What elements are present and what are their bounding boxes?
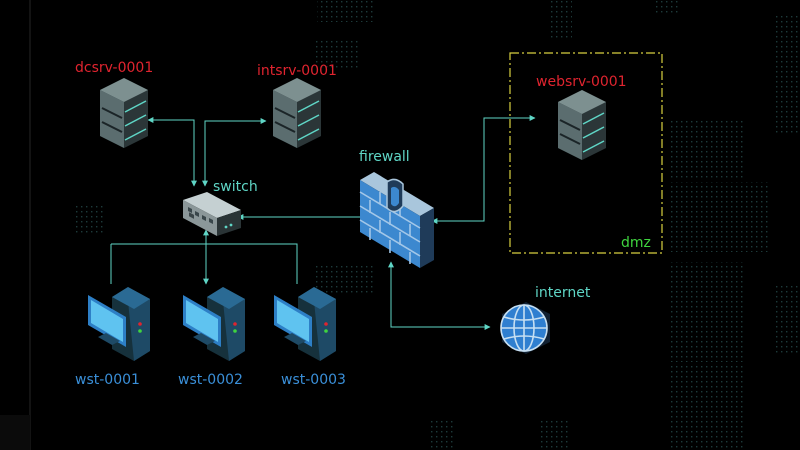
server-icon[interactable] <box>558 90 606 160</box>
globe-icon[interactable] <box>500 302 550 354</box>
workstation-icon[interactable] <box>274 287 336 361</box>
link-switch-workstations <box>110 230 298 284</box>
node-label-wst3: wst-0003 <box>281 372 346 388</box>
node-label-firewall: firewall <box>359 149 410 165</box>
server-icon[interactable] <box>273 78 321 148</box>
switch-icon[interactable] <box>183 192 241 236</box>
node-label-internet: internet <box>535 285 591 301</box>
link-firewall-websrv <box>431 115 536 224</box>
node-label-wst2: wst-0002 <box>178 372 243 388</box>
workstation-icon[interactable] <box>183 287 245 361</box>
workstation-icon[interactable] <box>88 287 150 361</box>
link-firewall-internet <box>388 261 491 330</box>
node-label-wst1: wst-0001 <box>75 372 140 388</box>
node-label-switch: switch <box>213 179 258 195</box>
server-icon[interactable] <box>100 78 148 148</box>
link-intsrv-switch <box>202 118 267 187</box>
link-dcsrv-switch <box>147 117 197 187</box>
firewall-icon[interactable] <box>359 172 434 268</box>
node-label-websrv: websrv-0001 <box>536 74 627 90</box>
zone-label-dmz: dmz <box>621 235 651 251</box>
connections <box>110 115 536 330</box>
node-label-dcsrv: dcsrv-0001 <box>75 60 154 76</box>
node-label-intsrv: intsrv-0001 <box>257 63 337 79</box>
